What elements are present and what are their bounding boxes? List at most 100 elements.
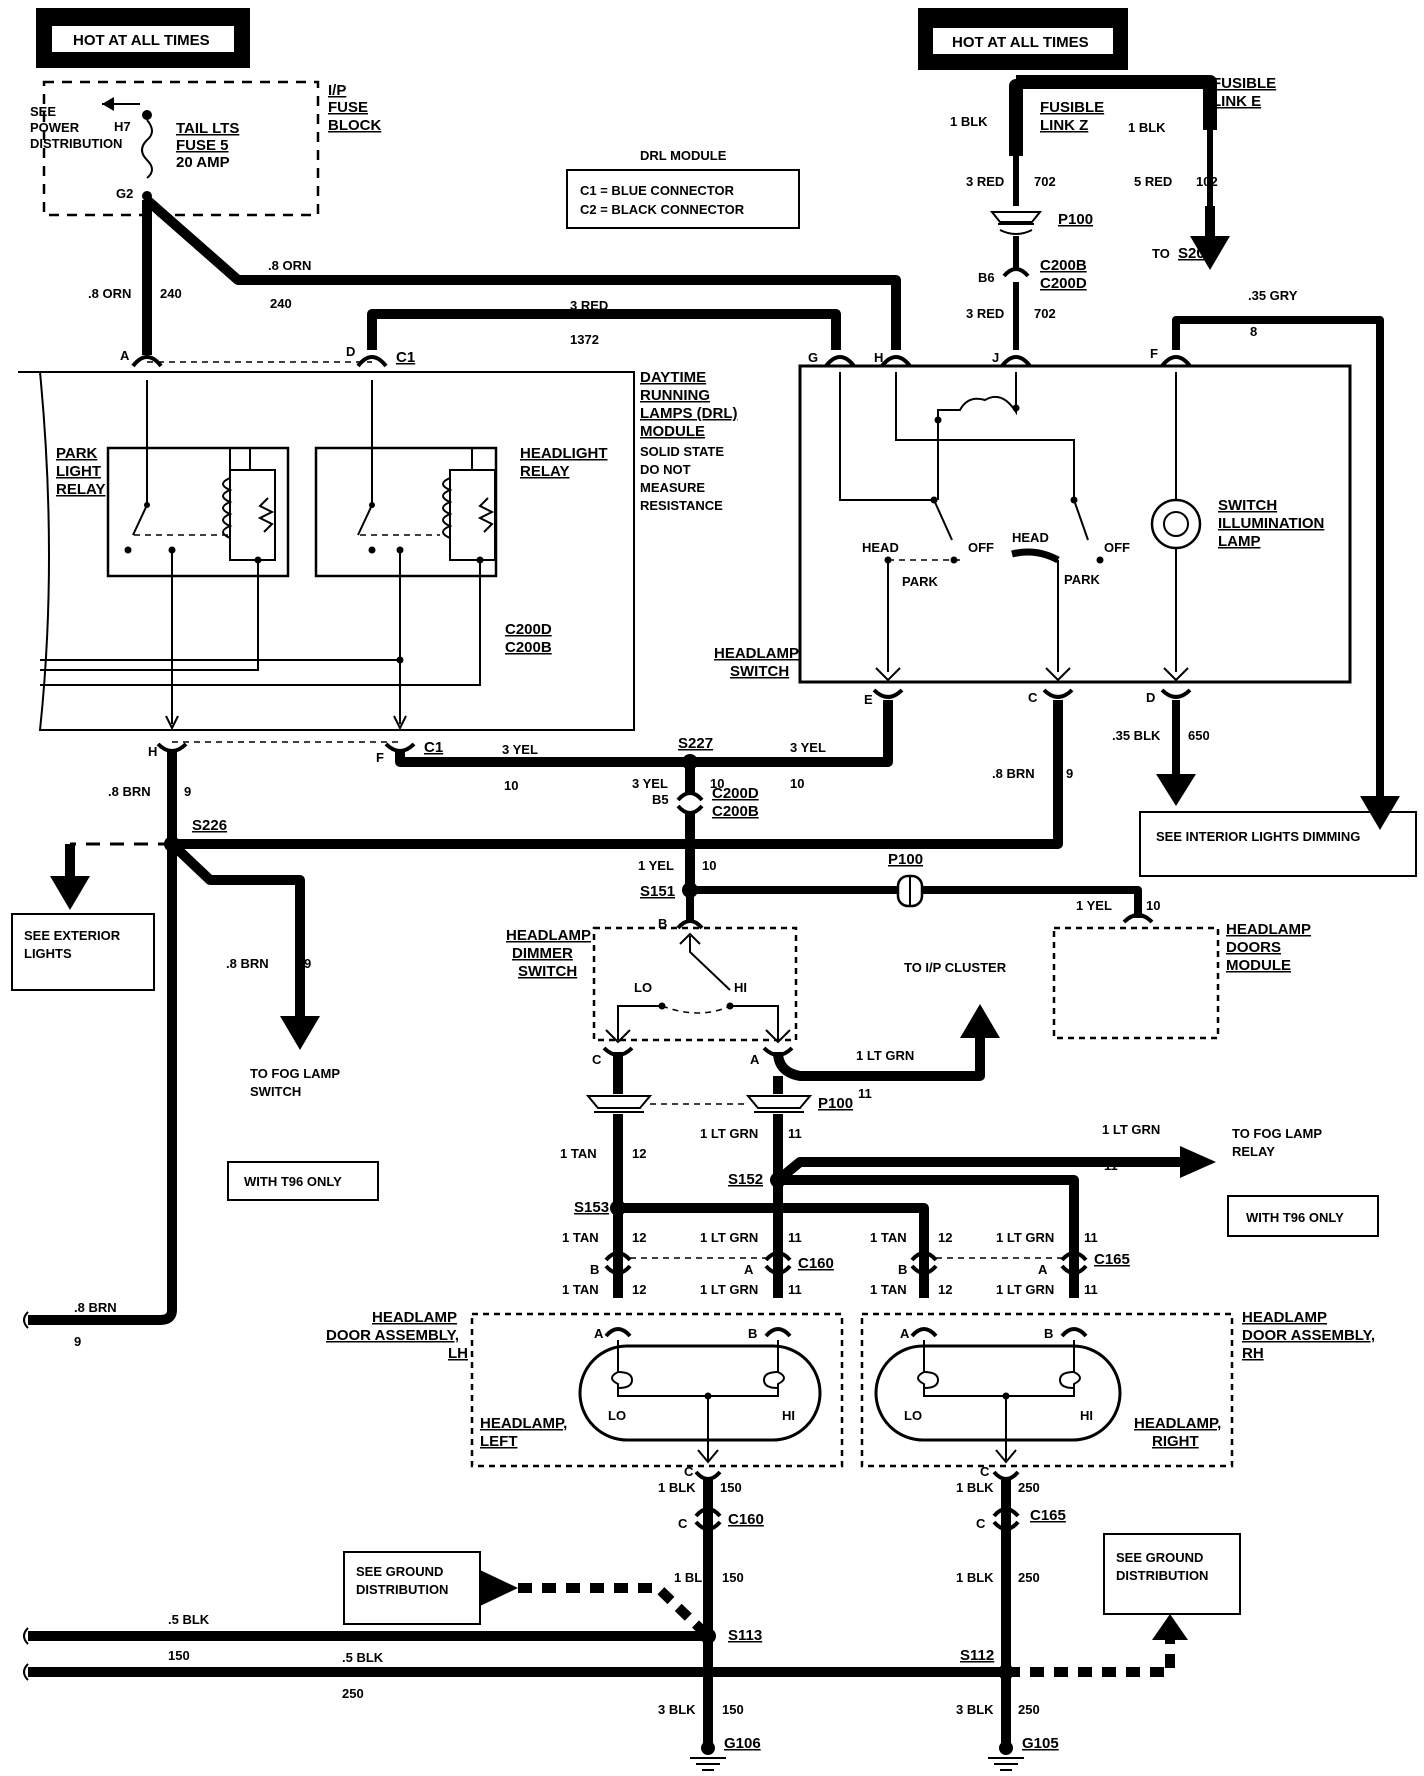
label-dimmer-p100: P100	[818, 1095, 853, 1112]
label-fuse-block-2: FUSE	[328, 99, 368, 116]
label-ground-blk-r3: 3 BLK	[956, 1702, 994, 1717]
label-lower-pin-b-l: B	[590, 1262, 599, 1277]
label-fuse-name-1: TAIL LTS	[176, 120, 239, 137]
label-wires-top-num-1372: 1372	[570, 332, 599, 347]
label-middle-c200b: C200B	[712, 803, 759, 820]
label-boxes-drl-c1: C1 = BLUE CONNECTOR	[580, 183, 735, 198]
p100-connector-mid: P100	[888, 851, 924, 908]
label-ground-s113: S113	[728, 1627, 762, 1644]
label-middle-num-9-c: 9	[1066, 766, 1073, 781]
label-ground-g106: G106	[724, 1735, 761, 1752]
label-lower-num-12-l2: 12	[632, 1230, 646, 1245]
label-ground-pin-c-r: C	[976, 1516, 986, 1531]
label-middle-doors-1: HEADLAMP	[1226, 921, 1311, 938]
label-boxes-see-exterior-1: SEE EXTERIOR	[24, 928, 121, 943]
label-fusible-num-702: 702	[1034, 174, 1056, 189]
label-boxes-see-exterior-2: LIGHTS	[24, 946, 72, 961]
headlamp-switch: G H J F HEAD OFF PARK HEAD OFF PARK SWIT…	[714, 346, 1352, 707]
label-dimmer-name-3: SWITCH	[518, 963, 577, 980]
label-lower-num-11-r3: 11	[1084, 1282, 1098, 1297]
label-middle-s226: S226	[192, 817, 227, 834]
label-ground-blk-l3: 3 BLK	[658, 1702, 696, 1717]
label-drl-title-3: LAMPS (DRL)	[640, 405, 738, 422]
label-middle-yel-1: 1 YEL	[638, 858, 674, 873]
label-fuse-see-power-1: SEE	[30, 104, 56, 119]
label-middle-num-9-fog: 9	[304, 956, 311, 971]
label-switch-illum-3: LAMP	[1218, 533, 1261, 550]
label-drl-title-1: DAYTIME	[640, 369, 706, 386]
c160-c165-connectors: B A C160 B A C165	[590, 1251, 1130, 1277]
label-lower-fog-ltgrn: 1 LT GRN	[1102, 1122, 1160, 1137]
label-fusible-c200b: C200B	[1040, 257, 1087, 274]
label-middle-num-10-right: 10	[790, 776, 804, 791]
label-lower-pin-a-r: A	[1038, 1262, 1048, 1277]
label-lower-s153: S153	[574, 1199, 609, 1216]
hot-at-all-times-left-box: HOT AT ALL TIMES	[36, 8, 250, 68]
label-drl-pin-h: H	[148, 744, 157, 759]
label-ground-c160: C160	[728, 1511, 764, 1528]
label-dimmer-ltgrn: 1 LT GRN	[856, 1048, 914, 1063]
label-middle-fog-1: TO FOG LAMP	[250, 1066, 340, 1081]
label-drl-note-1: SOLID STATE	[640, 444, 724, 459]
label-middle-p100: P100	[888, 851, 923, 868]
label-wires-top-num-240-right: 240	[270, 296, 292, 311]
label-fuse-h7: H7	[114, 119, 131, 134]
headlamp-dimmer-switch: HEADLAMP DIMMER SWITCH LO HI	[506, 926, 798, 1044]
label-switch-head-r: HEAD	[1012, 530, 1049, 545]
label-headlamps-pin-b-l: B	[748, 1326, 757, 1341]
wire-gry-8	[1172, 316, 1384, 800]
label-ground-blk-l2: 1 BLK	[674, 1570, 712, 1585]
label-ground-g105: G105	[1022, 1735, 1059, 1752]
label-lower-tan-r3: 1 TAN	[870, 1282, 907, 1297]
label-headlamps-pin-a-l: A	[594, 1326, 604, 1341]
label-drl-note-2: DO NOT	[640, 462, 691, 477]
see-interior-lights-dimming-box: SEE INTERIOR LIGHTS DIMMING	[1139, 811, 1417, 877]
label-drl-c200b: C200B	[505, 639, 552, 656]
label-middle-yel-right: 3 YEL	[790, 740, 826, 755]
label-fuse-g2: G2	[116, 186, 133, 201]
ip-fuse-block: SEE POWER DISTRIBUTION H7 G2 TAIL LTS FU…	[30, 80, 381, 217]
label-ground-blk-l1: 1 BLK	[658, 1480, 696, 1495]
label-middle-yel-1-r: 1 YEL	[1076, 898, 1112, 913]
label-fuse-name-2: FUSE 5	[176, 137, 229, 154]
label-switch-illum-2: ILLUMINATION	[1218, 515, 1324, 532]
label-lower-pin-b-r: B	[898, 1262, 907, 1277]
label-headlamps-hi-r: HI	[1080, 1408, 1093, 1423]
label-ground-pin-c-l: C	[678, 1516, 688, 1531]
label-fuse-block-1: I/P	[328, 82, 346, 99]
label-lower-tan-l2: 1 TAN	[562, 1230, 599, 1245]
label-ground-num-250-3: 250	[1018, 1702, 1040, 1717]
label-lower-num-11-1: 11	[788, 1126, 802, 1141]
see-ground-distribution-right: SEE GROUND DISTRIBUTION	[1103, 1533, 1241, 1640]
label-wires-top-red-3: 3 RED	[570, 298, 608, 313]
headlamp-door-assembly-rh: HEADLAMP DOOR ASSEMBLY, RH HEADLAMP, RIG…	[860, 1309, 1375, 1479]
label-headlamps-lo-r: LO	[904, 1408, 922, 1423]
label-dimmer-pin-b: B	[658, 916, 667, 931]
label-middle-fog-2: SWITCH	[250, 1084, 301, 1099]
label-fusible-red-102: 5 RED	[1134, 174, 1172, 189]
label-lower-num-12-r3: 12	[938, 1282, 952, 1297]
wire-orn-240-to-switch	[143, 196, 901, 350]
label-drl-pin-f: F	[376, 750, 384, 765]
label-lower-ltgrn-r3: 1 LT GRN	[996, 1282, 1054, 1297]
label-fusible-link-z-2: LINK Z	[1040, 117, 1088, 134]
label-dimmer-name-1: HEADLAMP	[506, 927, 591, 944]
label-middle-yel-left: 3 YEL	[502, 742, 538, 757]
label-headlamps-hi-l: HI	[782, 1408, 795, 1423]
label-lower-ltgrn-r2: 1 LT GRN	[996, 1230, 1054, 1245]
label-dimmer-pin-c: C	[592, 1052, 602, 1067]
label-middle-brn-fog: .8 BRN	[226, 956, 269, 971]
label-ground-num-250-h: 250	[342, 1686, 364, 1701]
label-fusible-blk-e: 1 BLK	[1128, 120, 1166, 135]
label-headlamps-lh-1: HEADLAMP	[372, 1309, 457, 1326]
p100-connector-lower: P100	[585, 1095, 853, 1113]
label-lower-fog-num: 11	[1104, 1158, 1118, 1173]
label-drl-park-3: RELAY	[56, 481, 105, 498]
label-switch-pin-e: E	[864, 692, 873, 707]
label-switch-off-r: OFF	[1104, 540, 1130, 555]
label-lower-brn-left: .8 BRN	[74, 1300, 117, 1315]
label-fusible-to-s200-a: TO	[1152, 246, 1170, 261]
label-drl-c1-top: C1	[396, 349, 415, 366]
label-ground-c165: C165	[1030, 1507, 1066, 1524]
